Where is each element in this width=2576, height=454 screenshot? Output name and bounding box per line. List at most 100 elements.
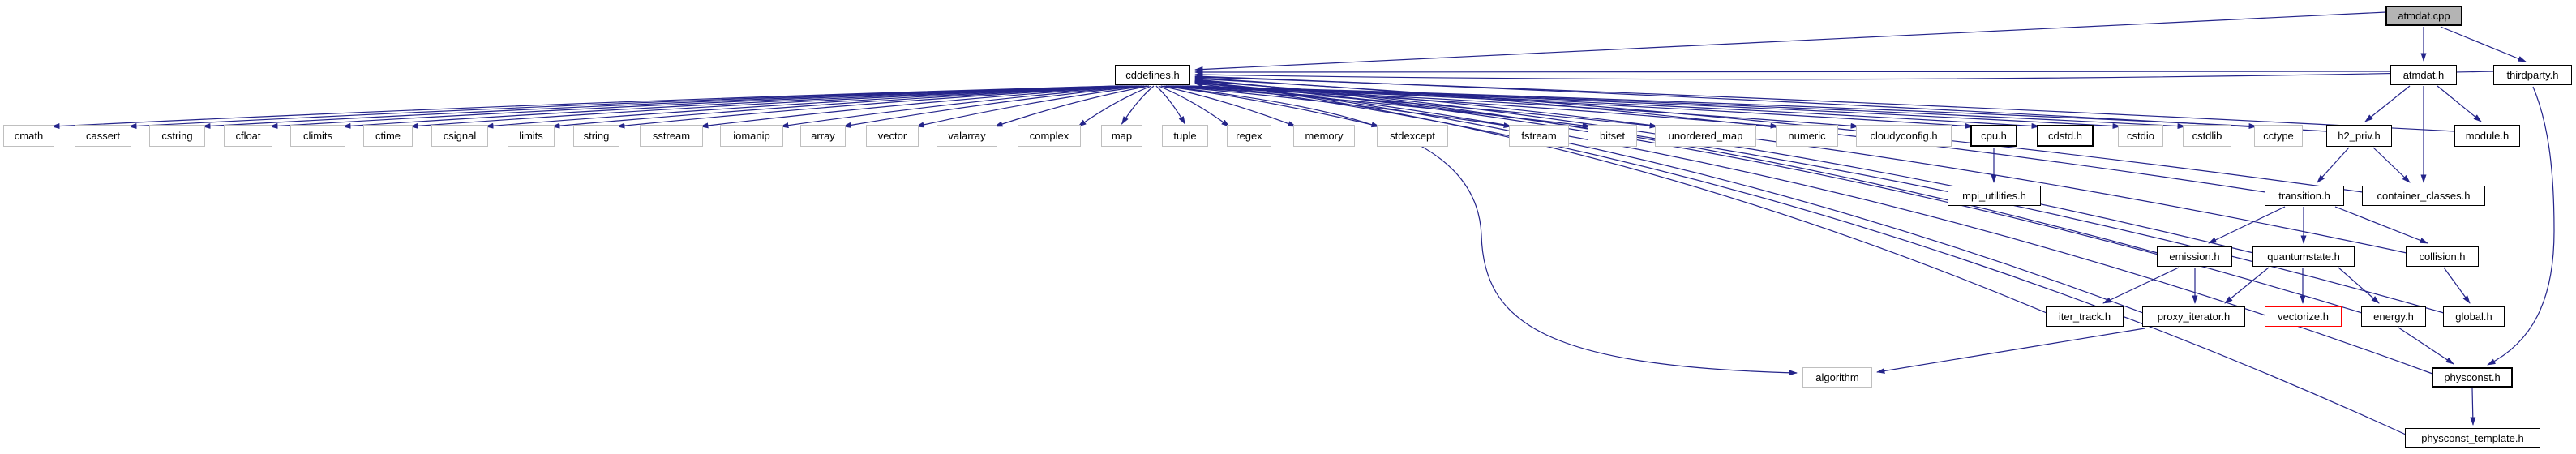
node-bitset[interactable]: bitset [1588, 125, 1637, 147]
node-label: stdexcept [1390, 130, 1435, 142]
node-tuple[interactable]: tuple [1162, 125, 1208, 147]
node-unordered-map[interactable]: unordered_map [1655, 125, 1756, 147]
node-atmdat-h[interactable]: atmdat.h [2390, 65, 2457, 85]
node-label: numeric [1788, 130, 1826, 142]
node-cpu-h[interactable]: cpu.h [1970, 125, 2017, 147]
edge-collision-h-to-global-h [2443, 267, 2471, 304]
edge-cddefines-h-to-cloudyconfig-h [1175, 85, 1859, 129]
node-label: container_classes.h [2377, 190, 2471, 202]
node-label: cassert [86, 130, 120, 142]
node-stdexcept[interactable]: stdexcept [1377, 125, 1448, 147]
node-label: cloudyconfig.h [1870, 130, 1938, 142]
node-array[interactable]: array [800, 125, 846, 147]
edge-physconst-template-h-to-cddefines-h [1194, 81, 2407, 435]
node-proxy-iterator-h[interactable]: proxy_iterator.h [2142, 306, 2245, 327]
edge-atmdat-cpp-to-cddefines-h [1194, 11, 2387, 73]
node-label: complex [1029, 130, 1069, 142]
node-label: fstream [1521, 130, 1557, 142]
edge-module-h-to-cddefines-h [1194, 74, 2456, 132]
node-label: iomanip [733, 130, 770, 142]
edge-atmdat-h-to-module-h [2437, 85, 2482, 122]
edge-cddefines-h-to-stdexcept [1163, 85, 1380, 128]
node-physconst-template-h[interactable]: physconst_template.h [2405, 428, 2540, 448]
node-label: h2_priv.h [2338, 130, 2381, 142]
edge-cddefines-h-to-string [616, 85, 1138, 129]
node-csignal[interactable]: csignal [431, 125, 488, 147]
node-vector[interactable]: vector [866, 125, 919, 147]
node-limits[interactable]: limits [508, 125, 555, 147]
edge-cddefines-h-to-fstream [1165, 85, 1512, 129]
edge-emission-h-to-iter-track-h [2102, 267, 2180, 304]
node-cctype[interactable]: cctype [2254, 125, 2303, 147]
edge-h2-priv-h-to-container-classes-h [2372, 147, 2411, 183]
node-fstream[interactable]: fstream [1509, 125, 1569, 147]
node-label: array [811, 130, 835, 142]
node-memory[interactable]: memory [1293, 125, 1355, 147]
node-label: limits [519, 130, 543, 142]
node-map[interactable]: map [1101, 125, 1142, 147]
node-label: cdstd.h [2048, 130, 2082, 142]
node-complex[interactable]: complex [1018, 125, 1081, 147]
edge-cddefines-h-to-climits [342, 85, 1128, 129]
node-string[interactable]: string [573, 125, 619, 147]
node-cdstd-h[interactable]: cdstd.h [2037, 125, 2094, 147]
node-mpi-utilities-h[interactable]: mpi_utilities.h [1948, 186, 2041, 206]
edge-cddefines-h-to-vector [915, 85, 1147, 128]
node-cstdio[interactable]: cstdio [2118, 125, 2163, 147]
node-cmath[interactable]: cmath [3, 125, 54, 147]
node-label: tuple [1173, 130, 1197, 142]
node-transition-h[interactable]: transition.h [2265, 186, 2344, 206]
node-label: cstdlib [2192, 130, 2222, 142]
node-label: cpu.h [1981, 130, 2007, 142]
node-cassert[interactable]: cassert [75, 125, 131, 147]
edge-cddefines-h-to-tuple [1155, 85, 1186, 125]
node-collision-h[interactable]: collision.h [2406, 246, 2479, 267]
node-label: unordered_map [1668, 130, 1743, 142]
edge-thirdparty-h-to-physconst-h [2487, 86, 2555, 366]
node-ctime[interactable]: ctime [363, 125, 413, 147]
node-climits[interactable]: climits [290, 125, 345, 147]
node-cloudyconfig-h[interactable]: cloudyconfig.h [1856, 125, 1952, 147]
edge-cddefines-h-to-sstream [700, 85, 1140, 129]
edge-physconst-h-to-cddefines-h [1194, 80, 2433, 375]
edge-proxy-iterator-h-to-cddefines-h [1194, 79, 2144, 314]
node-quantumstate-h[interactable]: quantumstate.h [2252, 246, 2355, 267]
edge-cddefines-h-to-memory [1160, 85, 1297, 127]
node-label: mpi_utilities.h [1962, 190, 2026, 202]
node-physconst-h[interactable]: physconst.h [2432, 367, 2513, 388]
node-cddefines-h[interactable]: cddefines.h [1115, 65, 1190, 85]
node-cstring[interactable]: cstring [149, 125, 205, 147]
node-numeric[interactable]: numeric [1776, 125, 1838, 147]
node-iter-track-h[interactable]: iter_track.h [2046, 306, 2124, 327]
edge-atmdat-h-to-h2-priv-h [2364, 85, 2411, 122]
node-h2-priv-h[interactable]: h2_priv.h [2326, 125, 2392, 147]
edge-cddefines-h-to-iomanip [780, 85, 1142, 129]
node-iomanip[interactable]: iomanip [720, 125, 783, 147]
node-atmdat-cpp[interactable]: atmdat.cpp [2385, 6, 2462, 26]
node-emission-h[interactable]: emission.h [2157, 246, 2232, 267]
node-label: atmdat.cpp [2398, 10, 2450, 22]
node-module-h[interactable]: module.h [2454, 125, 2520, 147]
node-cstdlib[interactable]: cstdlib [2183, 125, 2231, 147]
edge-atmdat-cpp-to-thirdparty-h [2440, 26, 2527, 62]
node-label: vectorize.h [2278, 311, 2329, 323]
edge-transition-h-to-collision-h [2334, 206, 2428, 244]
node-label: cctype [2263, 130, 2294, 142]
node-vectorize-h[interactable]: vectorize.h [2265, 306, 2342, 327]
node-container-classes-h[interactable]: container_classes.h [2362, 186, 2485, 206]
node-thirdparty-h[interactable]: thirdparty.h [2493, 65, 2572, 85]
node-algorithm[interactable]: algorithm [1802, 367, 1872, 388]
node-cfloat[interactable]: cfloat [224, 125, 272, 147]
node-sstream[interactable]: sstream [640, 125, 703, 147]
node-label: climits [302, 130, 333, 142]
node-energy-h[interactable]: energy.h [2361, 306, 2426, 327]
node-global-h[interactable]: global.h [2443, 306, 2505, 327]
node-valarray[interactable]: valarray [937, 125, 997, 147]
edge-cddefines-h-to-limits [551, 85, 1135, 129]
node-regex[interactable]: regex [1227, 125, 1271, 147]
edge-energy-h-to-cddefines-h [1194, 79, 2363, 314]
node-label: ctime [375, 130, 401, 142]
node-label: map [1111, 130, 1133, 142]
